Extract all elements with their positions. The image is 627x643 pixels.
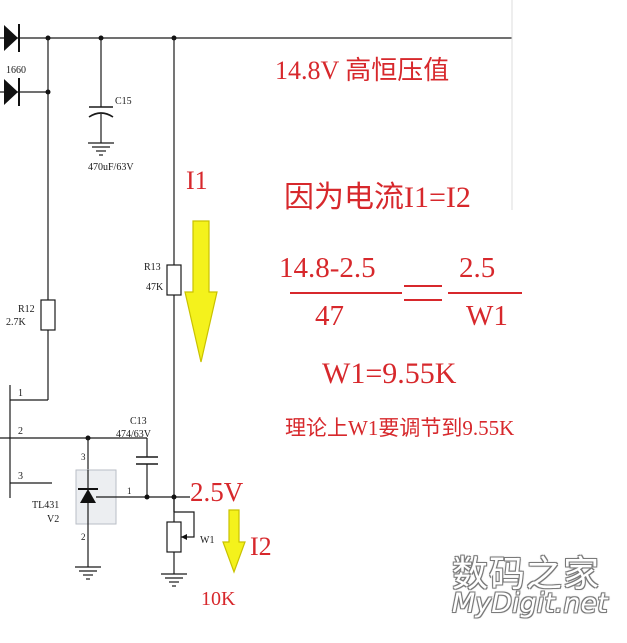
r12-value: 2.7K (6, 317, 26, 328)
diode-1660 (4, 78, 20, 106)
ground-icon (161, 573, 187, 587)
fraction-left-numerator: 14.8-2.5 (279, 252, 376, 284)
junction-dot (144, 494, 150, 500)
i1-arrow (184, 220, 218, 363)
c15-plate-curved (88, 112, 114, 118)
ground-icon (88, 142, 114, 156)
tl431-pin2-label: 2 (81, 532, 86, 542)
c15-label: C15 (115, 96, 132, 107)
r12-label: R12 (18, 304, 35, 315)
w1-resistor (166, 521, 182, 553)
w1-wiper (174, 511, 195, 538)
i2-label: I2 (250, 532, 272, 561)
ground-icon (75, 566, 101, 580)
reference-voltage-label: 2.5V (190, 477, 244, 507)
tl431-label: TL431 (32, 500, 60, 511)
fraction-left-denominator: 47 (315, 300, 344, 332)
c13-label: C13 (130, 416, 147, 427)
pin-1-label: 1 (18, 388, 23, 399)
i1-label: I1 (186, 166, 208, 195)
result-annotation: W1=9.55K (322, 357, 457, 390)
w1-label: W1 (200, 535, 215, 546)
r13-resistor (166, 264, 182, 296)
c15-value: 470uF/63V (88, 162, 134, 173)
watermark-cn: 数码之家 (452, 554, 601, 595)
tl431-pin3-label: 3 (81, 452, 86, 462)
r12-resistor (40, 299, 56, 331)
r13-value: 47K (146, 282, 164, 293)
tl431-pin1-label: 1 (127, 486, 132, 496)
r13-label: R13 (144, 262, 161, 273)
v2-label: V2 (47, 514, 60, 525)
equation-title: 因为电流I1=I2 (284, 181, 471, 214)
tl431-triangle (80, 489, 96, 503)
pot-value-label: 10K (201, 588, 236, 610)
theory-annotation: 理论上W1要调节到9.55K (285, 416, 515, 440)
diode-top (4, 24, 20, 52)
pin-3-label: 3 (18, 471, 23, 482)
c13-value: 474/63V (116, 429, 151, 440)
voltage-high-annotation: 14.8V 高恒压值 (275, 56, 450, 85)
watermark-en: MyDigit.net (452, 588, 608, 619)
i2-arrow (222, 509, 246, 574)
fraction-right-numerator: 2.5 (459, 252, 496, 284)
fraction-right-denominator: W1 (466, 300, 508, 332)
diode-label: 1660 (6, 65, 26, 76)
pin-2-label: 2 (18, 426, 23, 437)
w1-wiper-arrow (181, 534, 187, 540)
